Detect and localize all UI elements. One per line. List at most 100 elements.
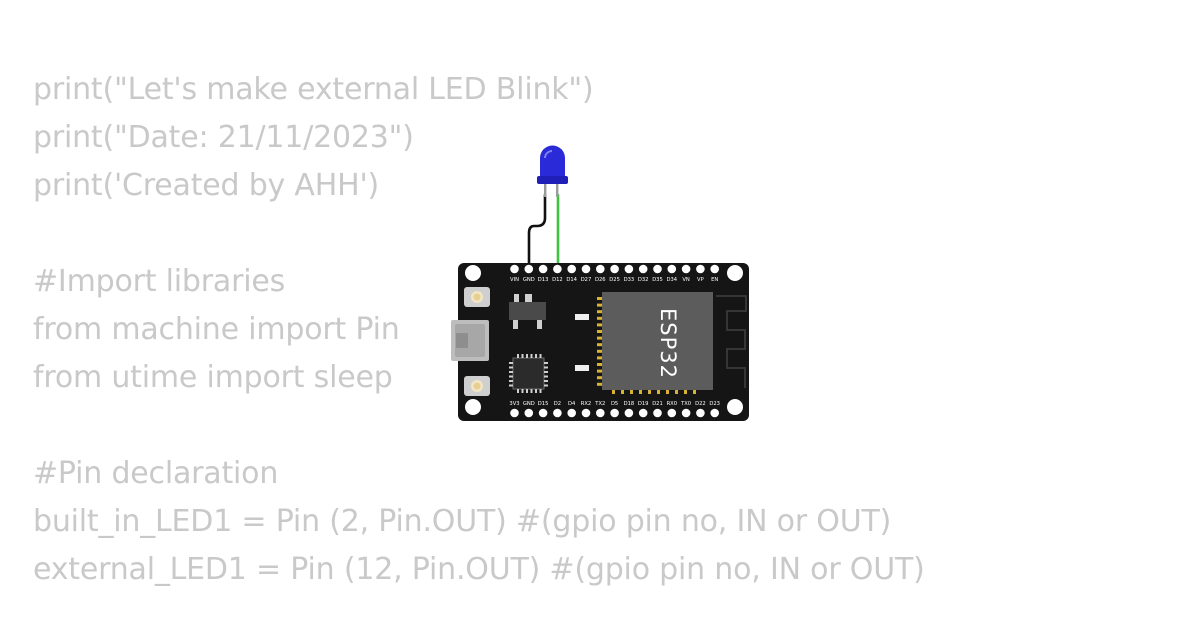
bottom-pin-hole[interactable] (667, 408, 677, 418)
top-pin-label: D27 (581, 277, 592, 283)
module-pad (597, 349, 603, 353)
mounting-hole (465, 265, 481, 281)
bottom-pin-label: D18 (624, 401, 635, 407)
top-pin-hole[interactable] (567, 264, 576, 274)
module-pad (597, 369, 603, 373)
blue-led[interactable] (537, 145, 568, 198)
bottom-pin-hole[interactable] (638, 408, 648, 418)
mounting-hole (727, 265, 743, 281)
module-pad (597, 316, 603, 320)
led-dome (540, 145, 565, 176)
chip-pin (544, 380, 548, 382)
chip-pin (544, 375, 548, 378)
code-line: from machine import Pin (33, 312, 400, 347)
code-line: from utime import sleep (33, 360, 393, 395)
bottom-pin-label: D19 (638, 401, 649, 407)
bottom-pin-label: RX0 (667, 401, 677, 407)
top-pin-hole[interactable] (710, 264, 719, 274)
builtin-led (575, 365, 589, 371)
top-pin-hole[interactable] (581, 264, 591, 274)
top-pin-hole[interactable] (667, 264, 677, 274)
module-pad (639, 388, 642, 394)
chip-pin (509, 366, 513, 369)
bottom-pin-hole[interactable] (653, 408, 662, 418)
bottom-pin-hole[interactable] (553, 408, 562, 418)
module-pad (597, 330, 603, 333)
top-pin-label: GND (523, 277, 535, 283)
bottom-pin-hole[interactable] (538, 408, 548, 418)
module-pad (684, 388, 687, 394)
usb-port[interactable] (451, 320, 489, 361)
chip-pin (539, 354, 542, 358)
code-listing: print("Let's make external LED Blink") p… (33, 66, 925, 594)
top-pin-hole[interactable] (538, 264, 548, 274)
bottom-pin-label: D23 (709, 401, 720, 407)
module-pad (693, 388, 696, 394)
module-pad (597, 297, 603, 300)
code-line: #Pin declaration (33, 456, 279, 491)
led-base (537, 176, 568, 184)
top-pin-header (510, 264, 719, 274)
top-pin-hole[interactable] (596, 264, 605, 274)
module-pad (648, 388, 651, 394)
bottom-pin-hole[interactable] (681, 408, 691, 418)
top-pin-hole[interactable] (638, 264, 648, 274)
top-pin-label: D32 (638, 277, 649, 283)
bottom-pin-hole[interactable] (510, 408, 519, 418)
bottom-pin-hole[interactable] (696, 408, 705, 418)
reset-button[interactable] (464, 376, 490, 396)
module-pad (657, 388, 660, 394)
top-pin-hole[interactable] (510, 264, 519, 274)
module-pad (612, 388, 615, 394)
chip-pin (530, 354, 533, 358)
module-pad (597, 356, 603, 360)
led-cathode-leg (544, 183, 547, 197)
bottom-pin-hole[interactable] (710, 408, 719, 418)
top-pin-label: VIN (510, 277, 519, 283)
module-pad (597, 376, 603, 380)
esp32-module: ESP32 (597, 292, 747, 394)
bottom-pin-header (510, 408, 719, 418)
chip-pin (509, 362, 513, 364)
code-line: #Import libraries (33, 264, 286, 299)
bottom-pin-label: RX2 (581, 401, 591, 407)
top-pin-label: VP (697, 277, 704, 283)
bottom-pin-label: TX2 (594, 401, 605, 407)
chip-pin (509, 371, 513, 373)
bottom-pin-hole[interactable] (596, 408, 605, 418)
code-line: built_in_LED1 = Pin (2, Pin.OUT) #(gpio … (33, 504, 892, 539)
module-pad (597, 382, 603, 386)
gnd-wire[interactable] (527, 193, 547, 271)
mounting-hole (727, 399, 743, 415)
mounting-hole (465, 399, 481, 415)
bottom-pin-label: D21 (652, 401, 663, 407)
chip-pin (517, 389, 519, 393)
top-pin-hole[interactable] (681, 264, 691, 274)
bottom-pin-hole[interactable] (567, 408, 576, 418)
top-pin-hole[interactable] (610, 264, 619, 274)
top-pin-hole[interactable] (553, 264, 562, 274)
top-pin-label: D26 (595, 277, 606, 283)
chip-pin (521, 354, 524, 358)
module-pad (597, 336, 603, 340)
boot-button[interactable] (464, 287, 490, 307)
chip-pin (544, 366, 548, 369)
power-led (575, 314, 589, 320)
module-pad (597, 323, 603, 327)
top-pin-hole[interactable] (653, 264, 662, 274)
bottom-pin-hole[interactable] (610, 408, 619, 418)
module-pad (597, 363, 603, 366)
top-pin-hole[interactable] (696, 264, 705, 274)
top-pin-hole[interactable] (624, 264, 634, 274)
top-pin-hole[interactable] (524, 264, 534, 274)
chip-pin (526, 354, 528, 358)
led-highlight (544, 150, 553, 159)
bottom-pin-hole[interactable] (524, 408, 534, 418)
code-line: print("Let's make external LED Blink") (33, 72, 594, 107)
bottom-pin-hole[interactable] (624, 408, 634, 418)
bottom-pin-hole[interactable] (581, 408, 591, 418)
chip-pin (544, 371, 548, 373)
